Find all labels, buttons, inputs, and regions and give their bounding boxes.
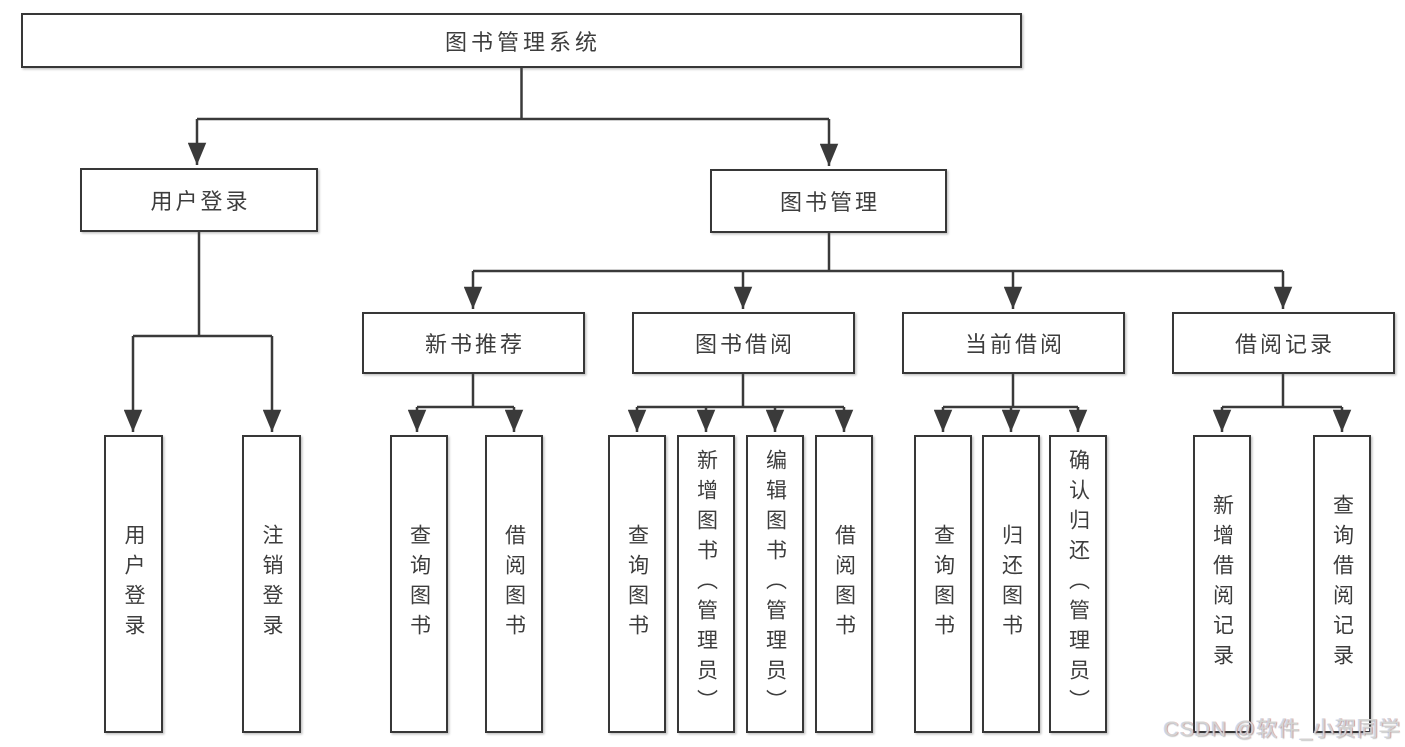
leaf-label: 查询图书: [407, 524, 431, 644]
leaf-borrowing-borrow-books: 借阅图书: [815, 435, 873, 733]
leaf-label: 注销登录: [260, 524, 283, 644]
leaf-records-add-record: 新增借阅记录: [1193, 435, 1251, 733]
leaf-borrowing-query-books: 查询图书: [608, 435, 666, 733]
csdn-watermark: CSDN @软件_小贺同学: [1163, 718, 1401, 741]
leaf-label: 新增借阅记录: [1210, 494, 1234, 674]
node-label: 图书管理系统: [444, 29, 601, 55]
leaf-label: 编辑图书（管理员）: [763, 449, 787, 719]
node-current-borrowing: 当前借阅: [902, 312, 1125, 374]
leaf-records-query-record: 查询借阅记录: [1313, 435, 1371, 733]
node-book-borrowing: 图书借阅: [632, 312, 855, 374]
leaf-borrowing-add-books-admin: 新增图书（管理员）: [677, 435, 735, 733]
leaf-current-query-books: 查询图书: [914, 435, 972, 733]
leaf-label: 确认归还（管理员）: [1066, 449, 1090, 719]
leaf-borrowing-edit-books-admin: 编辑图书（管理员）: [746, 435, 804, 733]
leaf-label: 归还图书: [999, 524, 1023, 644]
leaf-current-return-books: 归还图书: [982, 435, 1040, 733]
node-book-management: 图书管理: [710, 169, 947, 233]
node-label: 新书推荐: [424, 332, 525, 357]
leaf-label: 新增图书（管理员）: [694, 449, 718, 719]
leaf-label: 借阅图书: [502, 524, 526, 644]
leaf-label: 查询图书: [625, 524, 649, 644]
leaf-label: 借阅图书: [832, 524, 856, 644]
node-label: 借阅记录: [1234, 332, 1335, 357]
leaf-newbooks-borrow-books: 借阅图书: [485, 435, 543, 733]
leaf-user-login: 用户登录: [104, 435, 163, 733]
node-label: 用户登录: [150, 189, 251, 214]
leaf-newbooks-query-books: 查询图书: [390, 435, 448, 733]
node-label: 图书借阅: [694, 332, 795, 357]
leaf-label: 查询图书: [931, 524, 955, 644]
node-new-book-recommend: 新书推荐: [362, 312, 585, 374]
node-borrowing-records: 借阅记录: [1172, 312, 1395, 374]
node-library-management-system: 图书管理系统: [21, 13, 1022, 68]
node-label: 当前借阅: [964, 332, 1065, 357]
leaf-label: 用户登录: [122, 524, 145, 644]
node-user-login: 用户登录: [80, 168, 318, 232]
leaf-logout: 注销登录: [242, 435, 301, 733]
node-label: 图书管理: [779, 190, 880, 215]
leaf-label: 查询借阅记录: [1330, 494, 1354, 674]
leaf-current-confirm-return-admin: 确认归还（管理员）: [1049, 435, 1107, 733]
